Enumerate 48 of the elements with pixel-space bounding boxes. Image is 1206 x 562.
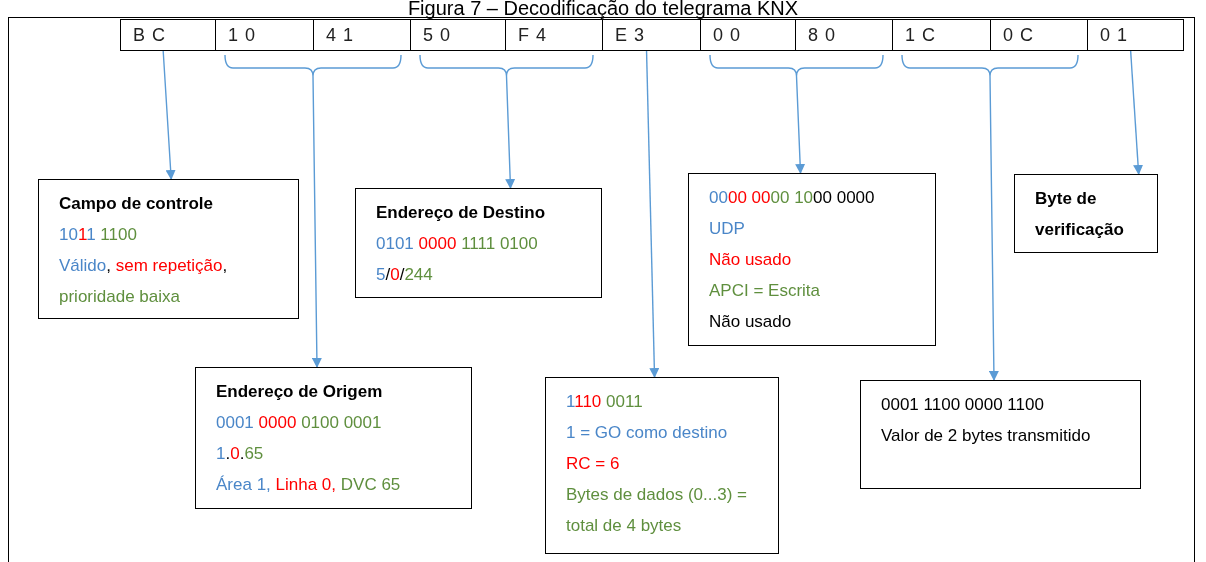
decoded-text: 1.0.65 — [216, 443, 265, 465]
heading-text: Endereço de Destino — [376, 202, 547, 224]
byte-cell: 41 — [313, 19, 411, 51]
byte-cell: 0C — [990, 19, 1088, 51]
decoded-text: APCI = Escrita — [709, 280, 821, 302]
byte-cell: BC — [120, 19, 216, 51]
text-box — [860, 380, 1141, 489]
decoded-text: Área 1, Linha 0, DVC 65 — [216, 474, 402, 496]
byte-cell: 01 — [1087, 19, 1184, 51]
text-box — [545, 377, 779, 554]
text-box — [195, 367, 472, 509]
heading-text: Byte de verificação — [1035, 188, 1125, 241]
figure-title: Figura 7 – Decodificação do telegrama KNX — [406, 0, 800, 18]
text-box — [1014, 174, 1158, 253]
decoded-text: 1110 0011 — [566, 391, 644, 413]
brace-arrow — [224, 54, 402, 368]
brace-arrow — [901, 54, 1079, 381]
decoded-text: 0101 0000 1111 0100 — [376, 233, 539, 255]
arrow — [162, 50, 176, 180]
byte-cell: 00 — [700, 19, 796, 51]
byte-cell: 10 — [215, 19, 314, 51]
decoded-text: UDP — [709, 218, 746, 240]
decoded-text: Bytes de dados (0...3) = total de 4 bytes — [566, 484, 748, 537]
decoded-text: 5/0/244 — [376, 264, 434, 286]
decoded-text: Não usado — [709, 311, 793, 333]
decoded-text: 0000 0000 1000 0000 — [709, 187, 876, 209]
decoded-text: RC = 6 — [566, 453, 621, 475]
text-box — [688, 173, 936, 346]
decoded-text: 0001 1100 0000 1100 — [881, 394, 1045, 416]
byte-cell: 50 — [410, 19, 506, 51]
brace-arrow — [709, 54, 884, 174]
arrow — [645, 50, 660, 378]
byte-cell: F4 — [505, 19, 603, 51]
decoded-text: 0001 0000 0100 0001 — [216, 412, 383, 434]
byte-cell: 1C — [892, 19, 991, 51]
brace-arrow — [419, 54, 594, 189]
byte-cell: 80 — [795, 19, 893, 51]
decoded-text: 1011 1100 — [59, 224, 138, 246]
heading-text: Campo de controle — [59, 193, 214, 215]
decoded-text: Válido, sem repetição, prioridade baixa — [59, 255, 229, 308]
decoded-text: Não usado — [709, 249, 793, 271]
byte-cell: E3 — [602, 19, 701, 51]
decoded-text: Valor de 2 bytes transmitido — [881, 425, 1092, 447]
decoded-text: 1 = GO como destino — [566, 422, 729, 444]
arrow — [1129, 50, 1144, 175]
text-box — [355, 188, 602, 298]
heading-text: Endereço de Origem — [216, 381, 384, 403]
text-box — [38, 179, 299, 319]
